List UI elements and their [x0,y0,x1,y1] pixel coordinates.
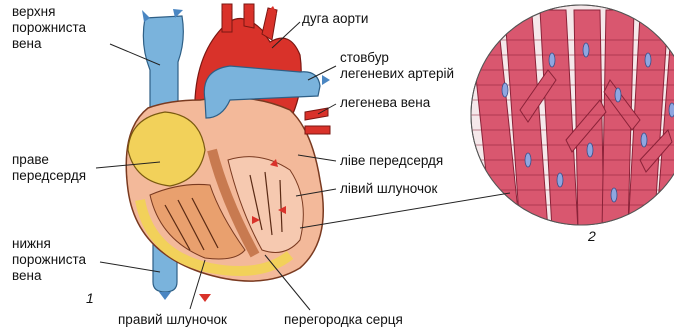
heart-illustration [126,4,330,302]
label-aortic-arch: дуга аорти [302,11,368,27]
label-right-atrium: праве передсердя [12,152,86,184]
label-inferior-vena-cava: нижня порожниста вена [12,236,86,284]
label-left-atrium: ліве передсердя [340,153,443,169]
cardiac-muscle-illustration [470,5,674,230]
label-pulmonary-vein: легенева вена [340,95,430,111]
figure-number-heart: 1 [86,290,94,306]
label-pulmonary-trunk: стовбур легеневих артерій [340,50,454,82]
label-left-ventricle: лівий шлуночок [340,181,437,197]
label-superior-vena-cava: верхня порожниста вена [12,4,86,52]
figure-number-muscle: 2 [588,228,596,244]
label-right-ventricle: правий шлуночок [118,312,227,328]
label-septum: перегородка серця [284,312,403,328]
